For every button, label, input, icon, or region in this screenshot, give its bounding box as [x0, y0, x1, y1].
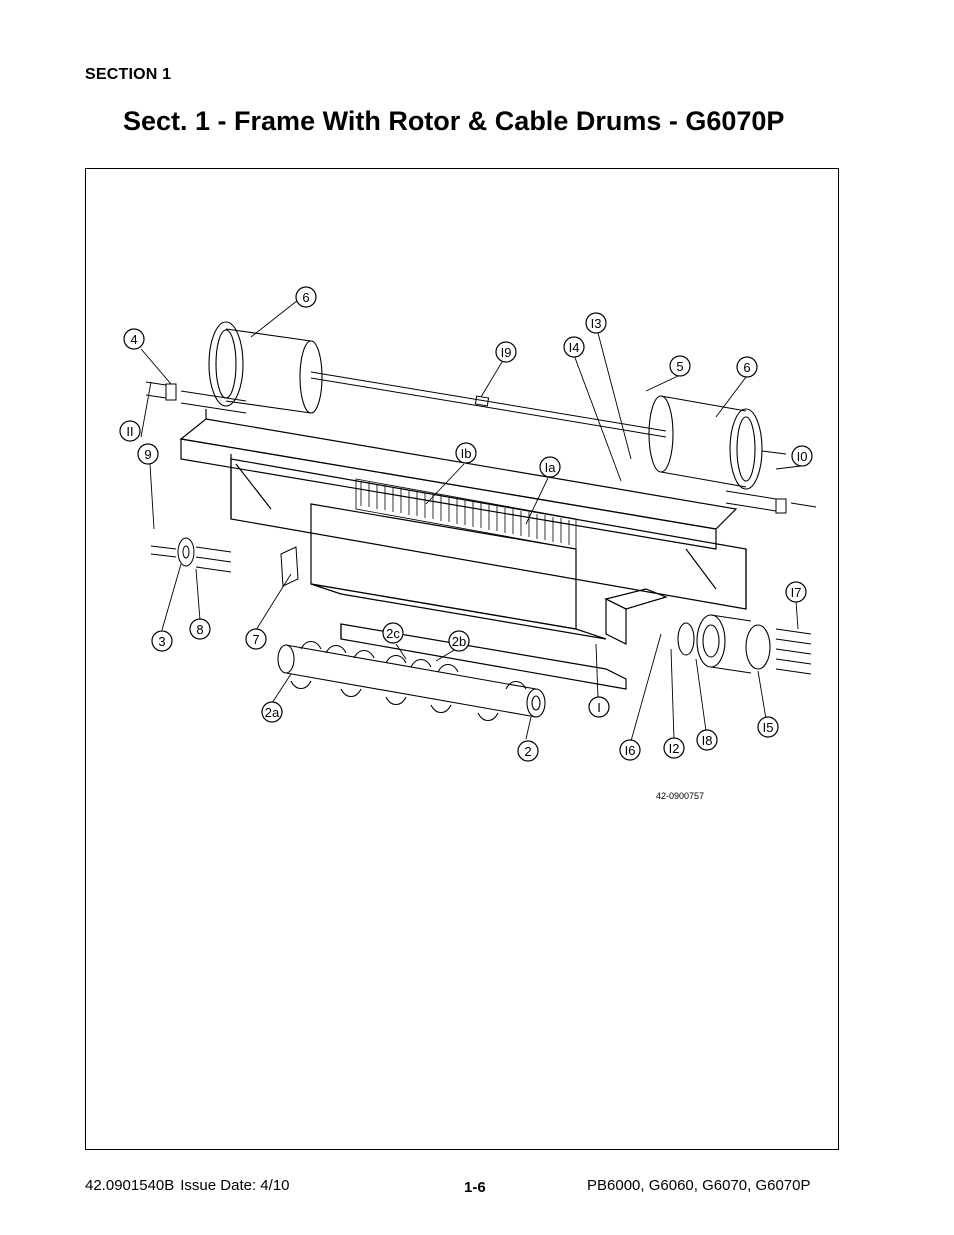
svg-text:I3: I3 — [591, 316, 602, 331]
callout-9: 9 — [137, 443, 159, 465]
svg-text:I9: I9 — [501, 345, 512, 360]
rotor-assembly — [277, 640, 546, 722]
svg-text:I7: I7 — [791, 585, 802, 600]
footer-doc-info: 42.0901540B Issue Date: 4/10 — [85, 1177, 296, 1194]
svg-text:Ia: Ia — [545, 460, 557, 475]
drawing-number: 42-0900757 — [656, 791, 705, 801]
svg-text:9: 9 — [144, 447, 151, 462]
leader-lines — [140, 299, 802, 742]
svg-text:I4: I4 — [569, 340, 580, 355]
page-title: Sect. 1 - Frame With Rotor & Cable Drums… — [123, 106, 785, 136]
callouts: 6 4 I9 I3 I4 5 6 II 9 Ib Ia I0 I7 3 8 7 … — [119, 286, 813, 762]
svg-text:I6: I6 — [625, 743, 636, 758]
footer-issue-date: Issue Date: 4/10 — [180, 1177, 290, 1194]
callout-11: II — [119, 420, 141, 442]
footer-page-number: 1-6 — [464, 1179, 486, 1196]
callout-10: I0 — [791, 445, 813, 467]
callout-2: 2 — [517, 740, 539, 762]
callout-14: I4 — [563, 336, 585, 358]
callout-2c: 2c — [382, 622, 404, 644]
callout-15: I5 — [757, 716, 779, 738]
callout-17: I7 — [785, 581, 807, 603]
svg-text:8: 8 — [196, 622, 203, 637]
callout-16: I6 — [619, 739, 641, 761]
callout-8: 8 — [189, 618, 211, 640]
right-bearing — [725, 490, 817, 514]
left-upper-bearing — [145, 381, 247, 414]
left-cable-drum — [208, 321, 323, 414]
footer-doc-number: 42.0901540B — [85, 1177, 175, 1194]
svg-text:2b: 2b — [452, 634, 466, 649]
svg-text:6: 6 — [302, 290, 309, 305]
callout-7: 7 — [245, 628, 267, 650]
parts-diagram-frame: 6 4 I9 I3 I4 5 6 II 9 Ib Ia I0 I7 3 8 7 … — [85, 168, 839, 1150]
svg-text:I0: I0 — [797, 449, 808, 464]
drum-shaft — [310, 371, 667, 438]
section-label: SECTION 1 — [85, 66, 172, 83]
callout-2b: 2b — [448, 630, 470, 652]
svg-text:2: 2 — [524, 744, 531, 759]
callout-6-right: 6 — [736, 356, 758, 378]
callout-5: 5 — [669, 355, 691, 377]
svg-text:I2: I2 — [669, 741, 680, 756]
svg-text:5: 5 — [676, 359, 683, 374]
svg-text:4: 4 — [130, 332, 137, 347]
callout-19: I9 — [495, 341, 517, 363]
footer-models: PB6000, G6060, G6070, G6070P — [587, 1177, 811, 1194]
svg-text:6: 6 — [743, 360, 750, 375]
exploded-parts-diagram: 6 4 I9 I3 I4 5 6 II 9 Ib Ia I0 I7 3 8 7 … — [119, 286, 817, 762]
svg-text:I5: I5 — [763, 720, 774, 735]
svg-text:7: 7 — [252, 632, 259, 647]
callout-4: 4 — [123, 328, 145, 350]
callout-1: I — [588, 696, 610, 718]
left-bearing-assembly — [150, 537, 232, 573]
svg-text:2c: 2c — [386, 626, 400, 641]
rotor-comb-grate — [355, 478, 577, 550]
callout-2a: 2a — [261, 701, 283, 723]
callout-1b: Ib — [455, 442, 477, 464]
callout-1a: Ia — [539, 456, 561, 478]
svg-text:I: I — [597, 700, 601, 715]
bracket — [280, 546, 299, 587]
svg-text:2a: 2a — [265, 705, 280, 720]
svg-text:Ib: Ib — [461, 446, 472, 461]
callout-3: 3 — [151, 630, 173, 652]
callout-12: I2 — [663, 737, 685, 759]
callout-13: I3 — [585, 312, 607, 334]
callout-6-left: 6 — [295, 286, 317, 308]
svg-text:II: II — [126, 424, 133, 439]
callout-18: I8 — [696, 729, 718, 751]
svg-text:I8: I8 — [702, 733, 713, 748]
svg-text:3: 3 — [158, 634, 165, 649]
drive-gearbox — [677, 614, 812, 675]
right-cable-drum — [648, 395, 787, 490]
